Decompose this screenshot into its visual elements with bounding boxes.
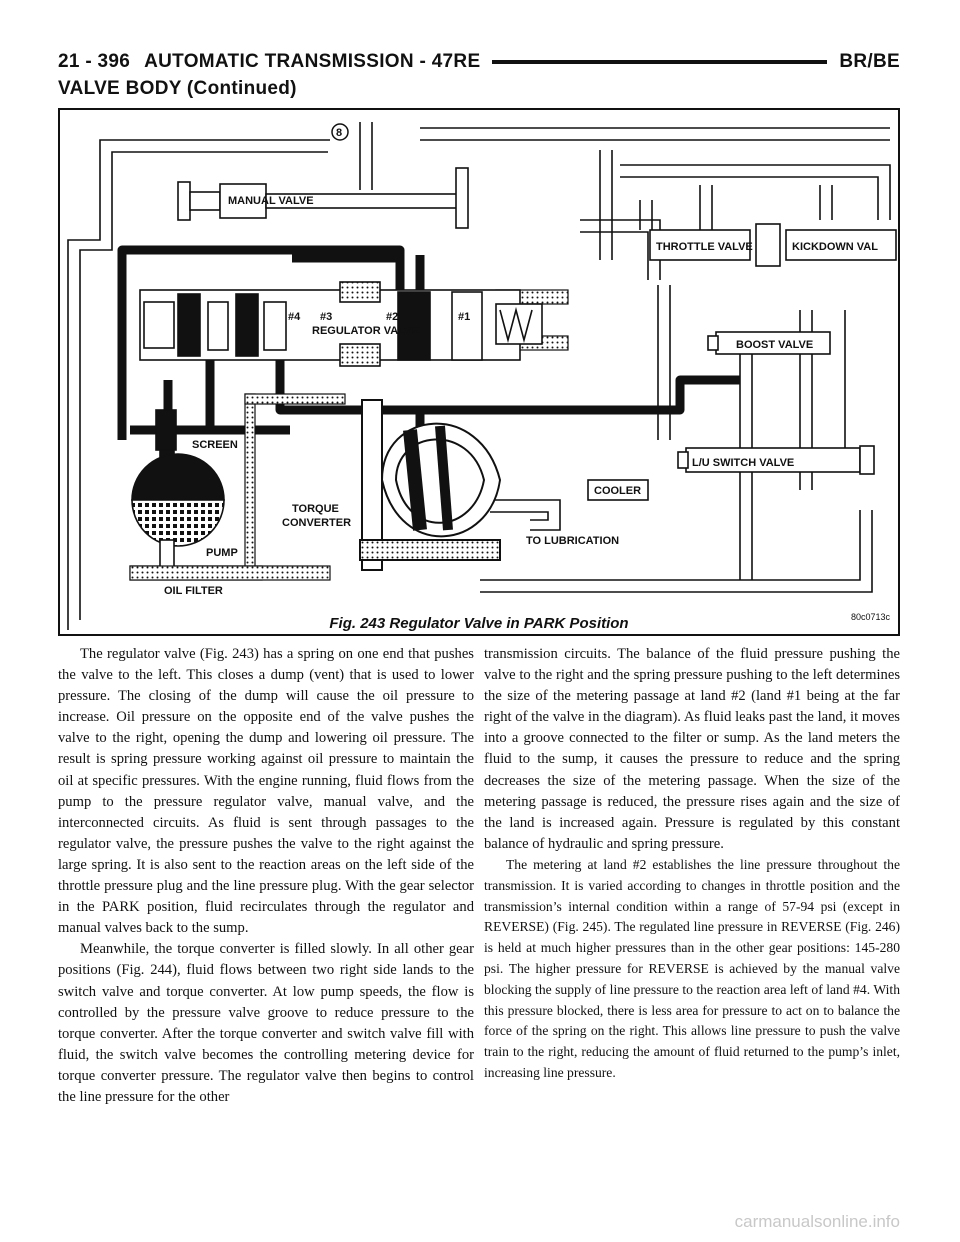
to-lubrication-label: TO LUBRICATION [526,535,619,547]
land-3-label: #3 [320,311,332,323]
pump-label: PUMP [206,547,238,559]
left-column: The regulator valve (Fig. 243) has a spr… [58,644,474,1108]
header-rule [492,60,828,64]
oil-filter-body [129,565,331,581]
boost-valve [707,331,831,355]
watermark: carmanualsonline.info [734,1212,900,1231]
lu-switch-valve [677,445,875,475]
section-title: VALVE BODY (Continued) [58,78,297,99]
torque-converter [359,399,502,571]
torque-converter-label-2: CONVERTER [282,517,351,529]
body-paragraph: transmission circuits. The balance of th… [484,646,900,852]
throttle-valve-label: THROTTLE VALVE [656,241,753,253]
boost-valve-label: BOOST VALVE [736,339,813,351]
circle-number-label: 8 [336,127,342,139]
body-paragraph: The regulator valve (Fig. 243) has a spr… [58,646,474,937]
thin-passages [67,122,891,630]
body-paragraph: The metering at land #2 establishes the … [484,856,900,1080]
manual-valve [177,167,469,229]
body-paragraph: Meanwhile, the torque converter is fille… [58,941,474,1105]
torque-converter-label-1: TORQUE [292,503,339,515]
land-4-label: #4 [288,311,301,323]
regulator-valve-body [139,281,543,367]
figure-caption: Fig. 243 Regulator Valve in PARK Positio… [329,615,629,632]
land-1-label: #1 [458,311,470,323]
model-code: BR/BE [839,51,900,72]
screen-label: SCREEN [192,439,238,451]
page-header: 21 - 396 AUTOMATIC TRANSMISSION - 47RE B… [58,46,900,78]
lu-switch-valve-label: L/U SWITCH VALVE [692,457,794,469]
figure-id: 80c0713c [850,612,890,622]
oil-filter-label: OIL FILTER [164,585,223,597]
cooler-box [587,479,649,501]
pump-assembly [131,409,225,571]
throttle-kickdown-valves [649,223,897,267]
right-column: transmission circuits. The balance of th… [484,644,900,1084]
circle-marker [331,123,349,141]
cooler-label: COOLER [594,485,641,497]
manual-valve-label: MANUAL VALVE [228,195,314,207]
land-2-label: #2 [386,311,398,323]
regulator-valve-label: REGULATOR VALVE [312,325,419,337]
hydraulic-diagram: 8 MANUAL VALVE THROTTLE VALVE KICKDOWN V… [67,122,897,630]
page-number: 21 - 396 [58,51,131,72]
chapter-title: AUTOMATIC TRANSMISSION - 47RE [144,51,481,72]
kickdown-valve-label: KICKDOWN VAL [792,241,878,253]
hydraulic-diagram-figure: 8 MANUAL VALVE THROTTLE VALVE KICKDOWN V… [58,108,900,636]
